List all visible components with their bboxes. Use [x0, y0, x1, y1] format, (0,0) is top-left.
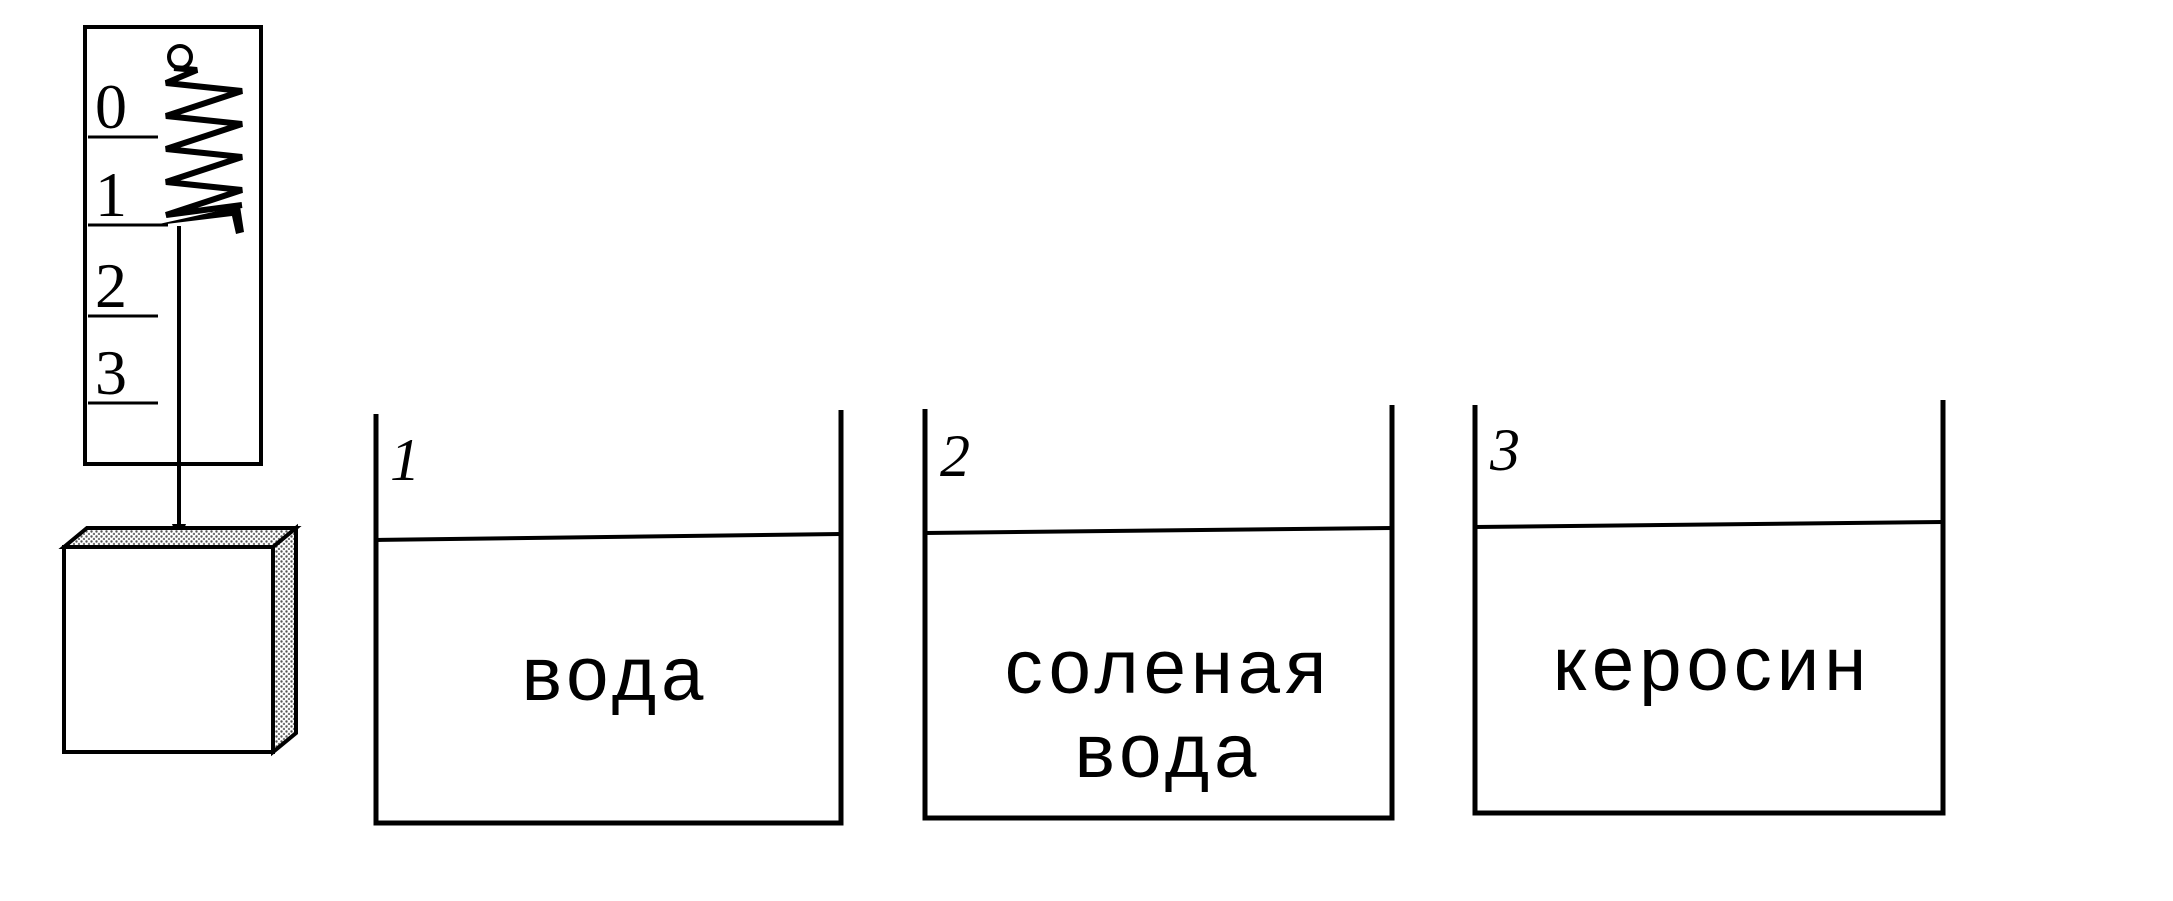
- spring-hook-ring: [167, 44, 193, 70]
- scale-label-2: 2: [95, 250, 127, 321]
- block-front-face: [62, 545, 275, 754]
- spring-pointer: [150, 206, 244, 234]
- vessel-2-number: 2: [940, 423, 970, 489]
- vessel-3-number: 3: [1489, 417, 1520, 483]
- vessel-2-liquid-surface: [924, 526, 1393, 535]
- vessel-1: 1 вода: [373, 410, 844, 826]
- block-side-face: [271, 523, 298, 757]
- vessel-1-walls: [373, 410, 844, 826]
- vessel-1-liquid-surface: [375, 532, 842, 542]
- vessel-2-liquid-label-line2: вода: [1075, 709, 1262, 794]
- vessel-1-number: 1: [390, 427, 420, 493]
- vessel-1-liquid-label: вода: [522, 632, 709, 717]
- vessel-3-liquid-surface: [1474, 520, 1944, 529]
- vessel-2-liquid-label-line1: соленая: [1005, 625, 1331, 710]
- vessel-3-liquid-label: керосин: [1553, 622, 1871, 707]
- spring-coil: [164, 65, 243, 218]
- dynamometer: 0 1 2 3: [83, 25, 263, 534]
- dynamometer-frame: [83, 25, 263, 466]
- vessel-3-walls: [1472, 400, 1946, 816]
- scale-label-0: 0: [95, 71, 127, 142]
- vessel-3: 3 керосин: [1472, 400, 1946, 816]
- vessel-2-walls: [922, 405, 1395, 821]
- suspended-block: [58, 523, 302, 757]
- scale-label-3: 3: [95, 337, 127, 408]
- block-top-face: [58, 526, 302, 549]
- scale-label-1: 1: [95, 159, 127, 230]
- vessel-2: 2 соленая вода: [922, 405, 1395, 821]
